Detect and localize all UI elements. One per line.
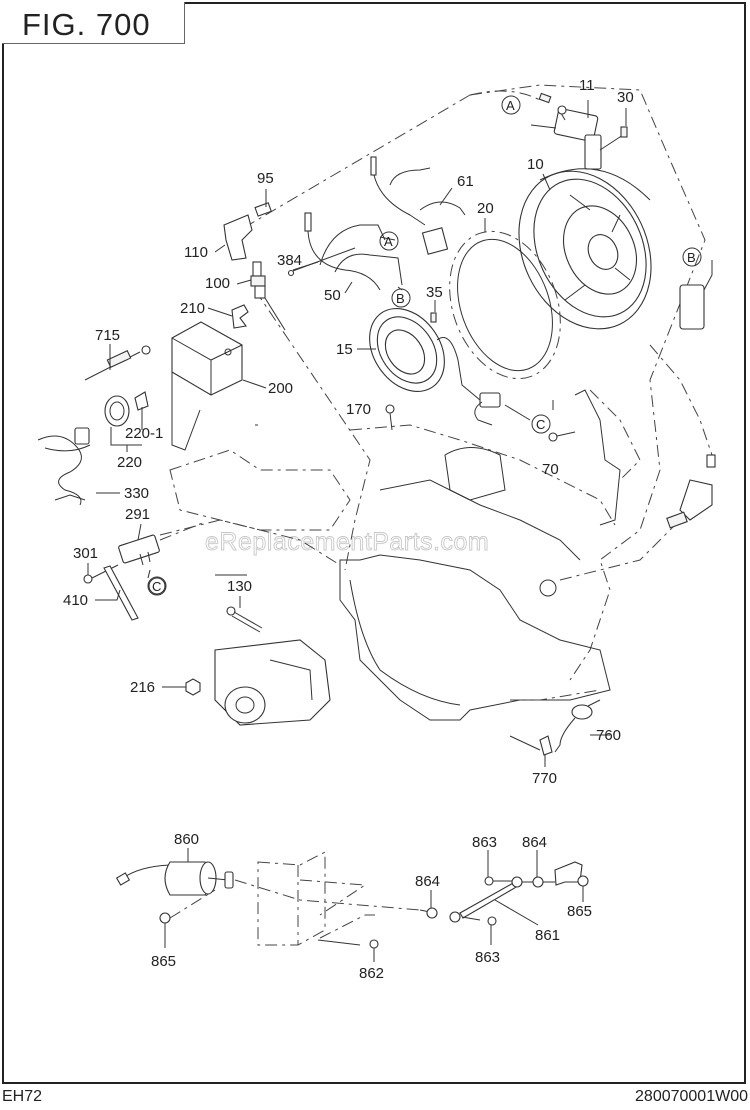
part-860-solenoid[interactable] [115,861,234,896]
figure-title: FIG. 700 [22,7,151,42]
figure-title-box: FIG. 700 [2,2,185,44]
part-220-key-switch[interactable] [104,391,149,427]
connection-ref-b-flywheel: B [682,247,702,267]
callout-410: 410 [63,592,88,609]
callout-70: 70 [542,461,559,478]
callout-301: 301 [73,545,98,562]
part-110-spark-plug-cap[interactable] [223,214,253,261]
callout-862: 862 [359,965,384,982]
svg-text:C: C [152,579,161,594]
connection-ref-b-harness: B [391,288,411,308]
connection-ref-a-harness: A [379,231,399,251]
part-15-stator[interactable] [354,294,501,426]
svg-text:B: B [687,250,696,265]
part-100-spark-plug[interactable] [250,261,286,331]
part-11-ignition-coil[interactable] [469,90,602,170]
callout-865-left: 865 [151,953,176,970]
watermark: eReplacementParts.com [205,528,489,556]
callout-216: 216 [130,679,155,696]
callout-170: 170 [346,401,371,418]
part-b-connector [649,260,716,468]
part-10-flywheel[interactable] [494,149,676,350]
drawing-number: 280070001W00 [635,1088,748,1105]
part-770-clamp[interactable] [509,735,553,756]
svg-text:B: B [396,291,405,306]
callout-865-right: 865 [567,903,592,920]
callout-200: 200 [268,380,293,397]
part-bracket [234,851,421,946]
callout-220-1: 220-1 [125,425,163,442]
part-30-bolt[interactable] [599,126,628,151]
callout-110: 110 [184,244,208,261]
connection-ref-c-rectifier: C [147,576,167,596]
part-50-wire-harness[interactable] [287,212,403,291]
callout-130: 130 [227,578,252,595]
part-spark-cap-right [666,479,713,529]
callout-861: 861 [535,927,560,944]
callout-210: 210 [180,300,205,317]
part-210-clip[interactable] [231,304,249,329]
callout-11: 11 [579,77,595,94]
callout-61: 61 [457,173,474,190]
callout-291: 291 [125,506,150,523]
part-330-wire-harness[interactable] [37,427,91,506]
callout-863-top: 863 [472,834,497,851]
part-35-screw[interactable] [430,312,437,323]
part-861-rod[interactable] [419,861,589,926]
callout-860: 860 [174,831,199,848]
callout-95: 95 [257,170,274,187]
callout-760: 760 [596,727,621,744]
model-label: EH72 [2,1088,43,1105]
part-starter-motor [214,639,331,726]
callout-20: 20 [477,200,494,217]
leader-lines [87,100,627,962]
svg-text:A: A [506,98,515,113]
callout-50: 50 [324,287,341,304]
part-c-ring [148,577,166,595]
part-95-clip[interactable] [254,202,272,217]
engine-outline [159,84,706,721]
callout-10: 10 [527,156,544,173]
part-216-nut[interactable] [185,678,201,696]
diagram-frame [2,2,746,1084]
callout-220: 220 [117,454,142,471]
part-200-control-box[interactable] [171,321,243,451]
callout-863-bottom: 863 [475,949,500,966]
part-291-rectifier[interactable] [118,521,206,566]
callout-100: 100 [205,275,230,292]
connection-ref-a-top: A [501,95,521,115]
part-20-ring[interactable] [430,216,580,394]
part-410-tube[interactable] [103,565,139,621]
callout-715: 715 [95,327,120,344]
connection-ref-c-stator: C [531,414,551,434]
callout-15: 15 [336,341,353,358]
callout-864-top: 864 [522,834,547,851]
callout-384: 384 [277,252,302,269]
callout-35: 35 [426,284,443,301]
svg-text:C: C [536,417,545,432]
part-760-oil-sensor[interactable] [554,699,601,753]
part-715-wire[interactable] [84,345,151,381]
callout-864-left: 864 [415,873,440,890]
callout-770: 770 [532,770,557,787]
part-130-bolt[interactable] [226,606,263,633]
part-70-bolt[interactable] [548,431,576,442]
callout-30: 30 [617,89,634,106]
part-865-nut-left[interactable] [159,889,216,924]
part-170-screw[interactable] [385,404,395,431]
svg-text:A: A [384,234,393,249]
callout-330: 330 [124,485,149,502]
part-862-bolt[interactable] [317,939,379,949]
